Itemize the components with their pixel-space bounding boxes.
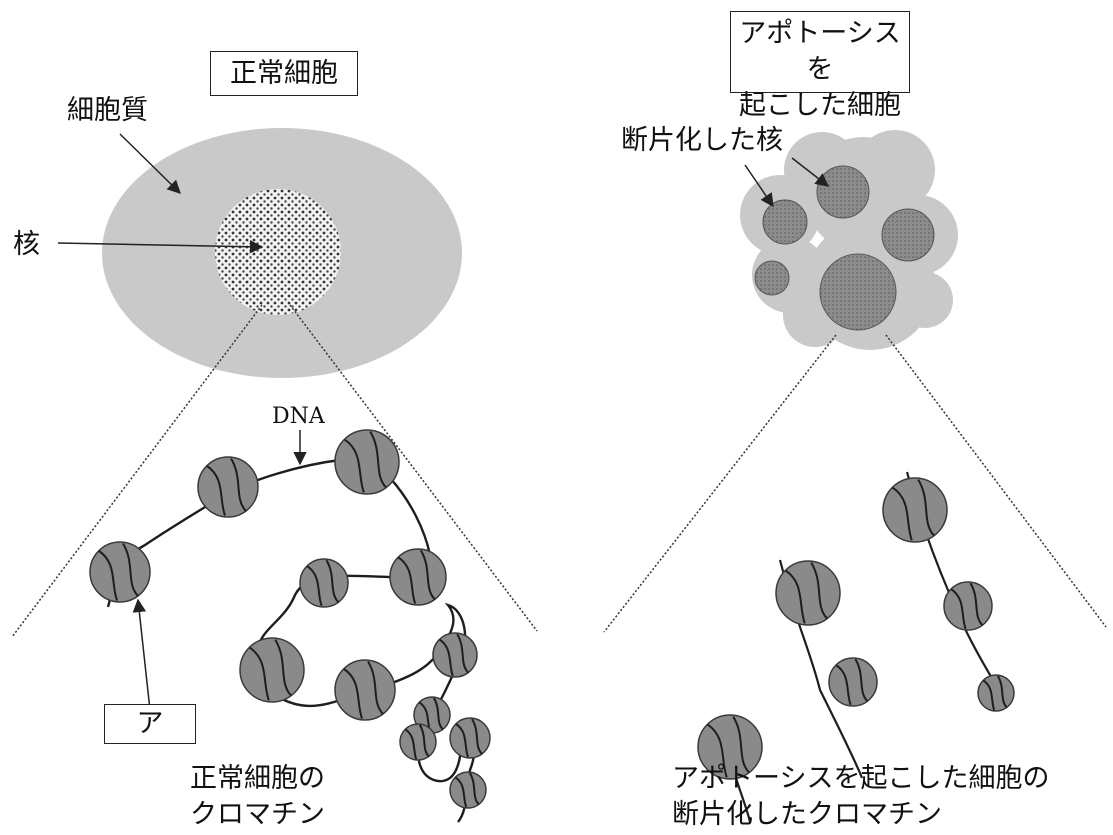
zoom-line-right-2 bbox=[885, 334, 1107, 628]
a-arrow bbox=[132, 598, 151, 711]
nucleosome bbox=[89, 541, 151, 603]
apoptotic-cell-title: アポトーシスを 起こした細胞 bbox=[730, 11, 910, 121]
fragment-arrow-2 bbox=[744, 164, 774, 208]
fragment-label: 断片化した核 bbox=[621, 125, 783, 156]
nucleosome bbox=[775, 560, 841, 626]
nucleosomes-apoptotic bbox=[697, 477, 1015, 780]
nucleosome bbox=[449, 771, 487, 809]
nucleosome bbox=[449, 717, 491, 759]
nucleosome bbox=[432, 632, 478, 678]
nucleus-label: 核 bbox=[13, 229, 40, 260]
fragment-arrow-1 bbox=[791, 157, 830, 187]
nucleosome bbox=[697, 714, 763, 780]
normal-caption: 正常細胞の クロマチン bbox=[190, 763, 325, 830]
nucleosome bbox=[977, 674, 1015, 712]
nucleus bbox=[215, 189, 341, 315]
nucleosomes-normal bbox=[89, 429, 491, 809]
nucleosome bbox=[334, 429, 400, 495]
fragmented-nuclei bbox=[754, 165, 935, 331]
nucleosome bbox=[828, 657, 878, 707]
zoom-line-right bbox=[289, 304, 538, 632]
nucleosome bbox=[399, 723, 437, 761]
cytoplasm-arrow bbox=[119, 133, 181, 194]
nucleosome bbox=[299, 558, 349, 608]
a-label: ア bbox=[104, 704, 196, 744]
nucleosome bbox=[239, 637, 305, 703]
nucleosome bbox=[197, 456, 259, 518]
nucleus-arrow bbox=[57, 240, 264, 254]
nucleosome bbox=[334, 659, 396, 721]
normal-cell-title: 正常細胞 bbox=[210, 51, 358, 96]
cytoplasm-label: 細胞質 bbox=[67, 95, 148, 126]
nucleosome bbox=[943, 581, 993, 631]
zoom-line-left bbox=[11, 304, 263, 638]
zoom-line-left-2 bbox=[603, 334, 837, 633]
nucleosome bbox=[389, 548, 447, 606]
apoptotic-caption: アポトーシスを起こした細胞の 断片化したクロマチン bbox=[672, 763, 1050, 830]
dna-label: DNA bbox=[272, 404, 325, 429]
nucleosome bbox=[882, 477, 948, 543]
